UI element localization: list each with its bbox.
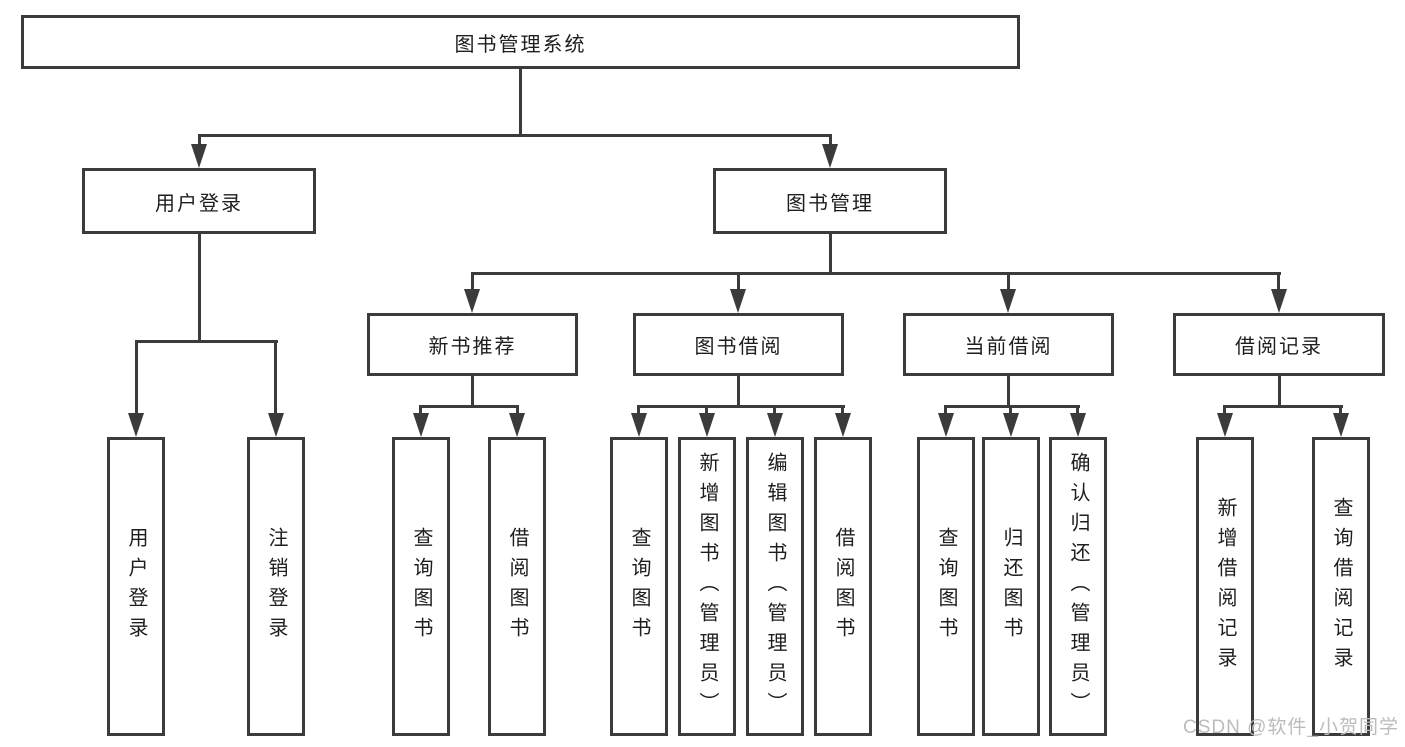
connector-to-leaf-user-login — [135, 340, 138, 417]
connector-book-management-stem — [829, 233, 832, 274]
leaf-records-add-record: 新增借阅记录 — [1196, 437, 1254, 736]
connector-recommend-leaf2 — [516, 405, 519, 417]
connector-records-bar — [1223, 405, 1343, 408]
connector-user-login-bar — [135, 340, 278, 343]
node-user-login-label: 用户登录 — [155, 192, 243, 215]
connector-to-borrow-records — [1277, 272, 1280, 293]
csdn-watermark: CSDN @软件_小贺同学 — [1183, 717, 1399, 738]
node-new-book-recommend: 新书推荐 — [367, 313, 578, 376]
connector-root-stem — [519, 68, 522, 135]
connector-current-bar — [944, 405, 1080, 408]
connector-recommend-leaf1 — [419, 405, 422, 417]
leaf-current-query-books: 查询图书 — [917, 437, 975, 736]
node-book-management-label: 图书管理 — [786, 192, 874, 215]
leaf-borrowing-query-books: 查询图书 — [610, 437, 668, 736]
connector-level2-bar — [471, 272, 1281, 275]
arrowhead-current-leaf3 — [1070, 413, 1086, 437]
connector-borrowing-bar — [637, 405, 845, 408]
arrowhead-borrowing-leaf3 — [767, 413, 783, 437]
node-root-library-system: 图书管理系统 — [21, 15, 1020, 69]
leaf-borrowing-edit-books-admin: 编辑图书（管理员） — [746, 437, 804, 736]
arrowhead-book-management — [822, 144, 838, 168]
arrowhead-recommend-leaf2 — [509, 413, 525, 437]
connector-borrowing-leaf2 — [705, 405, 708, 417]
arrowhead-leaf-logout — [268, 413, 284, 437]
node-user-login: 用户登录 — [82, 168, 316, 234]
arrowhead-current-borrow — [1000, 289, 1016, 313]
connector-borrowing-leaf4 — [841, 405, 844, 417]
node-new-book-recommend-label: 新书推荐 — [428, 336, 517, 358]
node-current-borrow: 当前借阅 — [903, 313, 1114, 376]
arrowhead-book-borrowing — [730, 289, 746, 313]
connector-current-stem — [1007, 375, 1010, 407]
leaf-records-query-record: 查询借阅记录 — [1312, 437, 1370, 736]
arrowhead-leaf-user-login — [128, 413, 144, 437]
connector-recommend-stem — [471, 375, 474, 407]
leaf-borrowing-add-books-admin: 新增图书（管理员） — [678, 437, 736, 736]
connector-current-leaf2 — [1009, 405, 1012, 417]
connector-records-leaf1 — [1223, 405, 1226, 417]
connector-to-book-management — [829, 134, 832, 150]
node-book-management: 图书管理 — [713, 168, 947, 234]
connector-to-current-borrow — [1007, 272, 1010, 293]
arrowhead-current-leaf1 — [938, 413, 954, 437]
connector-borrowing-stem — [737, 375, 740, 407]
node-borrow-records-label: 借阅记录 — [1235, 336, 1323, 358]
arrowhead-current-leaf2 — [1003, 413, 1019, 437]
arrowhead-records-leaf1 — [1217, 413, 1233, 437]
leaf-logout: 注销登录 — [247, 437, 305, 736]
connector-recommend-bar — [419, 405, 519, 408]
leaf-borrowing-borrow-books: 借阅图书 — [814, 437, 872, 736]
node-book-borrowing: 图书借阅 — [633, 313, 844, 376]
arrowhead-borrowing-leaf2 — [699, 413, 715, 437]
arrowhead-borrow-records — [1271, 289, 1287, 313]
arrowhead-new-book-recommend — [464, 289, 480, 313]
connector-to-new-book-recommend — [471, 272, 474, 293]
connector-borrowing-leaf1 — [637, 405, 640, 417]
node-root-label: 图书管理系统 — [454, 33, 587, 56]
node-borrow-records: 借阅记录 — [1173, 313, 1385, 376]
leaf-recommend-query-books: 查询图书 — [392, 437, 450, 736]
connector-records-leaf2 — [1339, 405, 1342, 417]
arrowhead-user-login — [191, 144, 207, 168]
leaf-user-login: 用户登录 — [107, 437, 165, 736]
node-book-borrowing-label: 图书借阅 — [694, 336, 783, 358]
arrowhead-recommend-leaf1 — [413, 413, 429, 437]
leaf-recommend-borrow-books: 借阅图书 — [488, 437, 546, 736]
arrowhead-records-leaf2 — [1333, 413, 1349, 437]
connector-to-leaf-logout — [274, 340, 277, 417]
connector-level1-bar — [198, 134, 832, 137]
arrowhead-borrowing-leaf4 — [835, 413, 851, 437]
connector-user-login-stem — [198, 233, 201, 342]
connector-current-leaf3 — [1076, 405, 1079, 417]
leaf-current-confirm-return-admin: 确认归还（管理员） — [1049, 437, 1107, 736]
connector-records-stem — [1278, 375, 1281, 407]
connector-borrowing-leaf3 — [773, 405, 776, 417]
connector-current-leaf1 — [944, 405, 947, 417]
connector-to-user-login — [198, 134, 201, 150]
leaf-current-return-books: 归还图书 — [982, 437, 1040, 736]
connector-to-book-borrowing — [737, 272, 740, 293]
node-current-borrow-label: 当前借阅 — [964, 336, 1053, 358]
arrowhead-borrowing-leaf1 — [631, 413, 647, 437]
